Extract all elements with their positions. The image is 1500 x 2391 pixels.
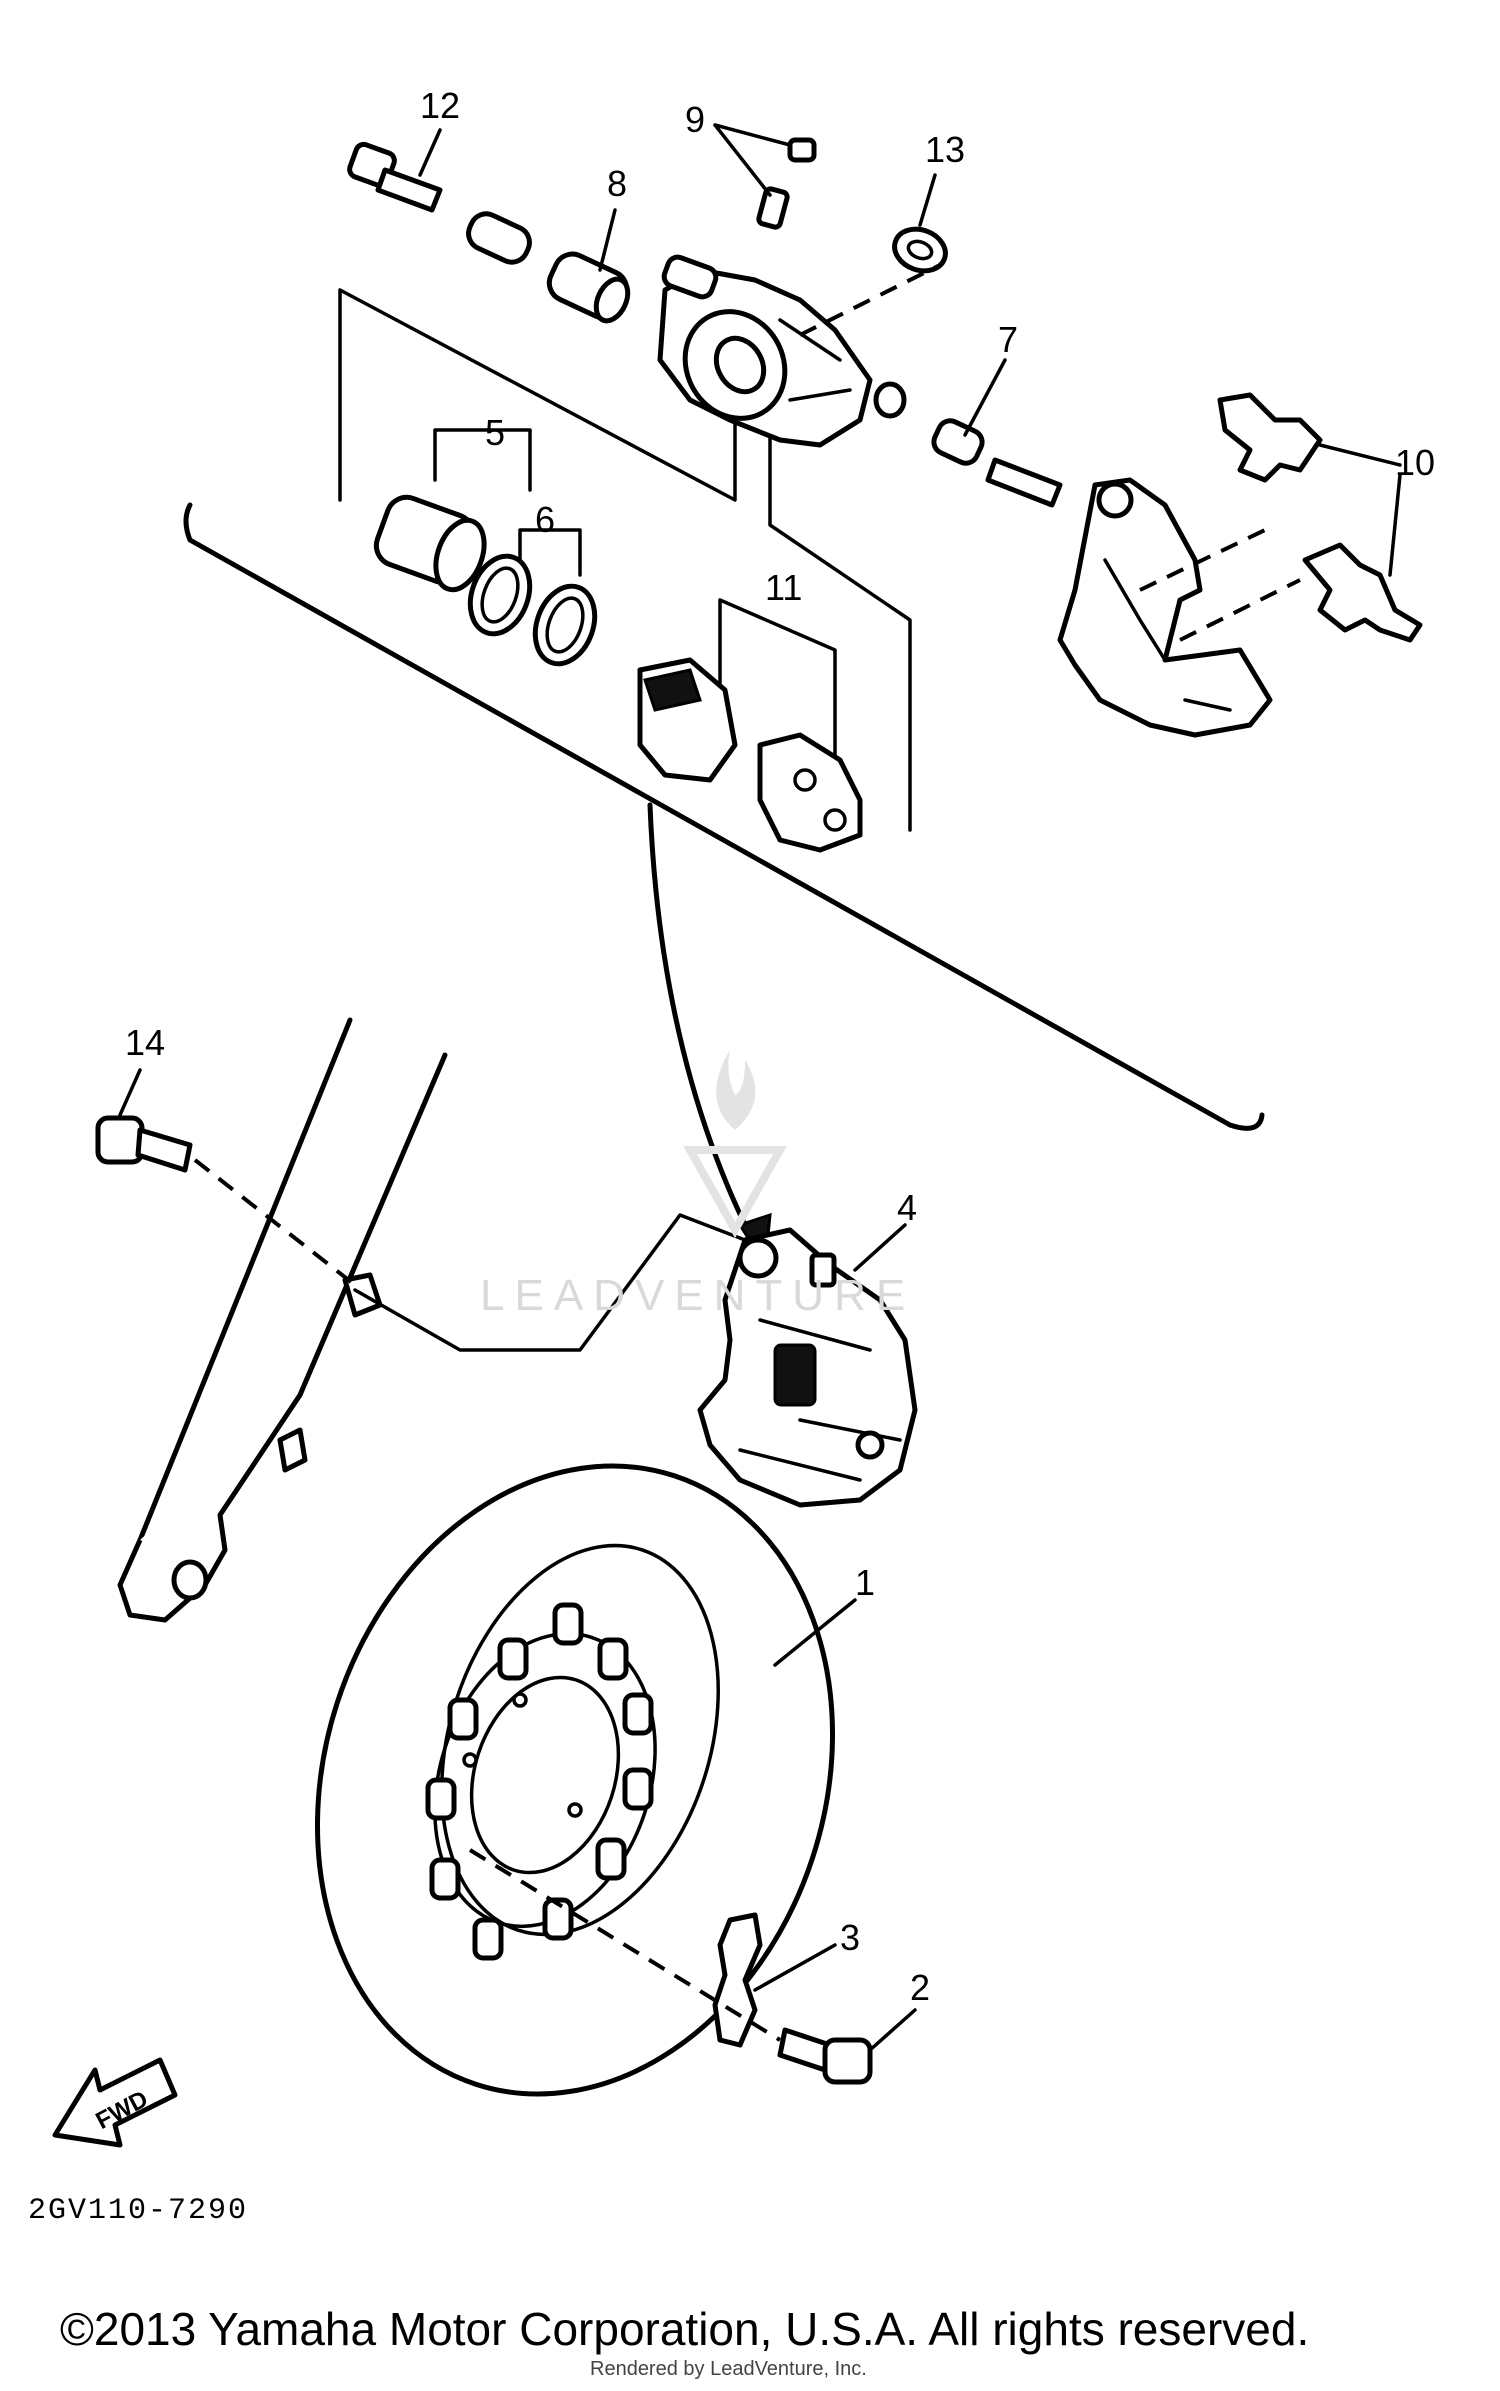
part-1-brake-disc xyxy=(314,1463,836,2097)
leader-3 xyxy=(753,1943,837,1992)
centerline-inset xyxy=(799,263,1301,642)
callout-4: 4 xyxy=(897,1187,917,1228)
callout-13: 13 xyxy=(925,129,965,170)
inset-frame xyxy=(183,502,1265,1131)
watermark-logo: LEADVENTURE xyxy=(480,1050,915,1320)
diagram-code: 2GV110-7290 xyxy=(28,2194,248,2228)
centerline-bolt-2 xyxy=(468,1848,782,2042)
leader-10 xyxy=(1318,443,1402,577)
part-2-disc-bolt xyxy=(777,2027,873,2085)
fwd-direction-arrow: FWD xyxy=(52,2057,178,2148)
assembly-arrow-line xyxy=(647,802,758,1248)
callout-8: 8 xyxy=(607,163,627,204)
part-13-seal xyxy=(892,226,948,274)
part-10-pad-spring-upper xyxy=(1217,392,1323,483)
callout-3: 3 xyxy=(840,1917,860,1958)
callout-1: 1 xyxy=(855,1562,875,1603)
callout-7: 7 xyxy=(998,319,1018,360)
part-11-pad-rear xyxy=(757,732,863,853)
leader-2 xyxy=(868,2008,917,2052)
part-14-caliper-bolt xyxy=(95,1115,193,1173)
callout-12: 12 xyxy=(420,85,460,126)
caliper-body-exploded xyxy=(657,254,873,448)
part-9-bleed-screw xyxy=(756,137,817,230)
callout-2: 2 xyxy=(910,1967,930,2008)
leader-9 xyxy=(713,123,792,197)
leader-8 xyxy=(598,208,617,272)
part-6-seals xyxy=(467,553,598,667)
rendered-by-notice: Rendered by LeadVenture, Inc. xyxy=(590,2358,867,2380)
leader-12 xyxy=(418,128,442,177)
bracket-lines-piston xyxy=(338,288,737,502)
part-3-lock-washer xyxy=(712,1912,763,2048)
arrow-left-icon xyxy=(52,2057,178,2148)
callout-11: 11 xyxy=(765,567,802,608)
callout-9: 9 xyxy=(685,99,705,140)
part-4-caliper-assembly xyxy=(697,1227,918,1508)
leader-lines-caliper xyxy=(353,1213,747,1352)
bracket-5-6 xyxy=(433,428,582,577)
callout-10: 10 xyxy=(1395,442,1435,483)
leader-4 xyxy=(853,1223,907,1272)
part-sleeve xyxy=(466,211,532,265)
leader-13 xyxy=(918,173,937,227)
front-fork-leg xyxy=(117,1017,448,1623)
part-10-pad-spring-lower xyxy=(1302,542,1423,643)
part-12-bolt xyxy=(347,141,443,213)
caliper-support-bracket xyxy=(1057,477,1273,738)
part-5-piston xyxy=(373,494,487,593)
disc-vent-slots xyxy=(425,1602,654,1961)
part-7-pin xyxy=(931,418,1063,508)
copyright-notice: ©2013 Yamaha Motor Corporation, U.S.A. A… xyxy=(60,2303,1309,2355)
callout-5: 5 xyxy=(485,412,505,453)
part-11-pad-front xyxy=(637,657,738,783)
watermark-text: LEADVENTURE xyxy=(480,1271,915,1320)
callout-14: 14 xyxy=(125,1022,165,1063)
leader-7 xyxy=(963,358,1007,437)
leader-1 xyxy=(773,1598,857,1667)
part-small-ring xyxy=(873,381,907,419)
part-8-boot xyxy=(546,251,631,324)
leader-14 xyxy=(118,1068,142,1117)
centerline-bolt-14 xyxy=(193,1158,357,1287)
callout-6: 6 xyxy=(535,499,555,540)
